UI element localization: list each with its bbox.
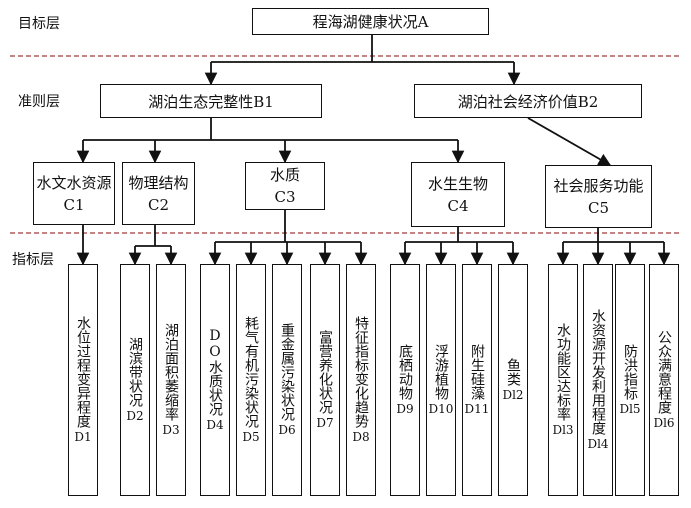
indicator-name: 防洪指标 <box>622 343 638 400</box>
indicator-box-d6: 重金属污染状况 D6 <box>272 264 302 496</box>
indicator-name: 浮游植物 <box>433 343 449 400</box>
indicator-box-d1: 水位过程变异程度 D1 <box>68 264 98 496</box>
subcriterion-name: 水文水资源 <box>36 173 112 192</box>
indicator-code: Dl5 <box>619 401 641 416</box>
layer-label-indicator: 指标层 <box>12 252 54 268</box>
subcriterion-code: C5 <box>587 198 610 217</box>
indicator-name: 底栖动物 <box>397 343 413 400</box>
indicator-box-d14: 水资源开发利用程度 Dl4 <box>583 264 613 496</box>
indicator-code: D8 <box>352 429 370 444</box>
layer-label-criterion: 准则层 <box>18 94 60 110</box>
indicator-name: 富营养化状况 <box>317 329 333 414</box>
indicator-name: 公众满意程度 <box>656 329 672 414</box>
indicator-code: D1 <box>74 429 92 444</box>
criterion-box-b2: 湖泊社会经济价值B2 <box>414 84 642 118</box>
indicator-name: 湖滨带状况 <box>127 336 143 407</box>
subcriterion-box-c1: 水文水资源 C1 <box>33 162 115 225</box>
indicator-name: 水位过程变异程度 <box>75 315 91 428</box>
indicator-code: D3 <box>162 422 180 437</box>
indicator-name: 水功能区达标率 <box>555 322 571 421</box>
criterion-label: 湖泊社会经济价值B2 <box>457 92 599 111</box>
subcriterion-box-c4: 水生生物 C4 <box>411 162 505 227</box>
indicator-box-d11: 附生硅藻 D11 <box>462 264 492 496</box>
indicator-code: D4 <box>206 417 224 432</box>
indicator-box-d10: 浮游植物 D10 <box>426 264 456 496</box>
criterion-box-b1: 湖泊生态完整性B1 <box>100 84 322 118</box>
indicator-code: Dl3 <box>552 422 574 437</box>
subcriterion-box-c3: 水质 C3 <box>245 162 325 210</box>
indicator-code: D7 <box>316 415 334 430</box>
subcriterion-name: 社会服务功能 <box>553 176 644 195</box>
indicator-code: Dl2 <box>502 387 524 402</box>
indicator-name: 湖泊面积萎缩率 <box>163 322 179 421</box>
subcriterion-box-c2: 物理结构 C2 <box>122 162 195 225</box>
indicator-code: D5 <box>242 429 260 444</box>
indicator-name: 耗气有机污染状况 <box>243 315 259 428</box>
subcriterion-name: 物理结构 <box>128 173 189 192</box>
indicator-box-d4: DO水质状况 D4 <box>200 264 230 496</box>
indicator-name: 重金属污染状况 <box>279 322 295 421</box>
indicator-box-d13: 水功能区达标率 Dl3 <box>548 264 578 496</box>
indicator-box-d3: 湖泊面积萎缩率 D3 <box>156 264 186 496</box>
subcriterion-code: C4 <box>447 196 469 215</box>
goal-label: 程海湖健康状况A <box>312 13 429 31</box>
indicator-code: Dl6 <box>653 415 675 430</box>
indicator-code: D2 <box>126 408 144 423</box>
subcriterion-code: C3 <box>274 188 296 206</box>
indicator-code: D10 <box>428 401 454 416</box>
indicator-box-d8: 特征指标变化趋势 D8 <box>346 264 376 496</box>
indicator-box-d15: 防洪指标 Dl5 <box>615 264 645 496</box>
subcriterion-name: 水生生物 <box>427 174 488 193</box>
indicator-code: D11 <box>464 401 490 416</box>
subcriterion-code: C1 <box>63 195 85 214</box>
indicator-code: Dl4 <box>587 436 609 451</box>
indicator-box-d2: 湖滨带状况 D2 <box>120 264 150 496</box>
indicator-name: 特征指标变化趋势 <box>353 315 369 428</box>
indicator-name: 水资源开发利用程度 <box>590 308 606 435</box>
indicator-code: D6 <box>278 422 296 437</box>
goal-box: 程海湖健康状况A <box>252 8 489 35</box>
subcriterion-name: 水质 <box>269 166 300 184</box>
criterion-label: 湖泊生态完整性B1 <box>148 92 274 111</box>
indicator-box-d16: 公众满意程度 Dl6 <box>649 264 679 496</box>
indicator-box-d7: 富营养化状况 D7 <box>310 264 340 496</box>
indicator-box-d12: 鱼类 Dl2 <box>498 264 528 496</box>
subcriterion-box-c5: 社会服务功能 C5 <box>545 165 652 228</box>
indicator-name: 附生硅藻 <box>469 343 485 400</box>
indicator-box-d9: 底栖动物 D9 <box>390 264 420 496</box>
indicator-name: 鱼类 <box>505 357 521 386</box>
indicator-code: D9 <box>396 401 414 416</box>
indicator-box-d5: 耗气有机污染状况 D5 <box>236 264 266 496</box>
subcriterion-code: C2 <box>147 195 170 214</box>
layer-label-target: 目标层 <box>18 16 60 32</box>
indicator-name: DO水质状况 <box>207 327 223 416</box>
